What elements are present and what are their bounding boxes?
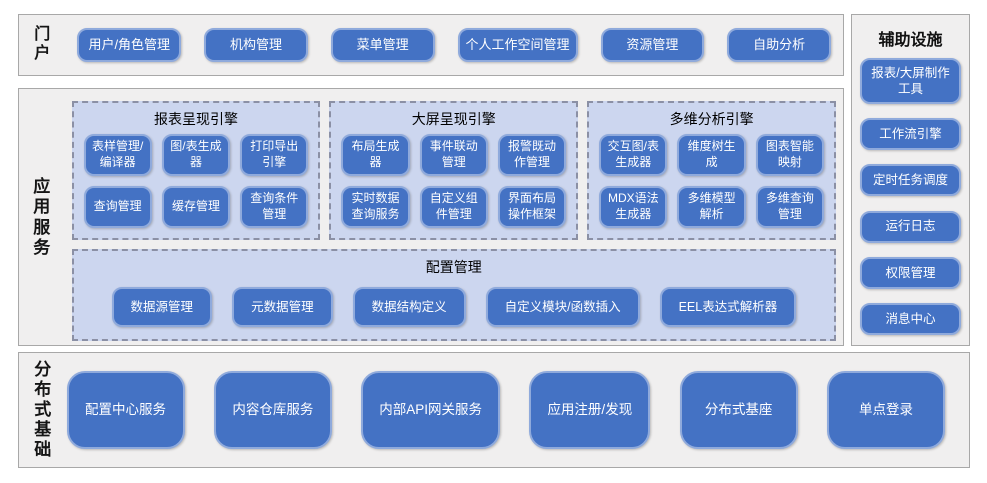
aux-btn-permission-mgmt[interactable]: 权限管理: [860, 256, 961, 289]
portal-button-row: 用户/角色管理 机构管理 菜单管理 个人工作空间管理 资源管理 自助分析: [77, 28, 831, 62]
report-engine-grid: 表样管理/编译器 图/表生成器 打印导出引擎 查询管理 缓存管理 查询条件管理: [83, 134, 309, 228]
config-btn-custom-module-function-insert[interactable]: 自定义模块/函数插入: [485, 287, 640, 327]
dashboard-btn-alarm-action-mgmt[interactable]: 报警既动作管理: [497, 134, 567, 176]
report-btn-template-mgmt-compiler[interactable]: 表样管理/编译器: [83, 134, 152, 176]
portal-button-self-service-analysis[interactable]: 自助分析: [727, 28, 831, 62]
app-services-content: 报表呈现引擎 表样管理/编译器 图/表生成器 打印导出引擎 查询管理 缓存管理 …: [71, 101, 836, 341]
foundation-btn-content-repository-service[interactable]: 内容仓库服务: [213, 371, 332, 449]
aux-btn-scheduled-task-scheduling[interactable]: 定时任务调度: [860, 164, 961, 197]
foundation-btn-config-center-service[interactable]: 配置中心服务: [66, 371, 185, 449]
portal-button-user-role-mgmt[interactable]: 用户/角色管理: [77, 28, 182, 62]
config-btn-data-structure-definition[interactable]: 数据结构定义: [352, 287, 466, 327]
dashboard-engine-title: 大屏呈现引擎: [411, 111, 496, 127]
portal-section: 门户 用户/角色管理 机构管理 菜单管理 个人工作空间管理 资源管理 自助分析: [18, 14, 844, 76]
aux-btn-run-logs[interactable]: 运行日志: [860, 210, 961, 243]
report-engine-title: 报表呈现引擎: [153, 111, 238, 127]
foundation-btn-app-registration-discovery[interactable]: 应用注册/发现: [529, 371, 651, 449]
olap-engine-group: 多维分析引擎 交互图/表生成器 维度树生成 图表智能映射 MDX语法生成器 多维…: [587, 101, 836, 240]
report-engine-group: 报表呈现引擎 表样管理/编译器 图/表生成器 打印导出引擎 查询管理 缓存管理 …: [71, 101, 321, 240]
olap-btn-multidim-query-mgmt[interactable]: 多维查询管理: [755, 186, 824, 228]
report-btn-cache-mgmt[interactable]: 缓存管理: [161, 186, 231, 228]
foundation-btn-distributed-base[interactable]: 分布式基座: [679, 371, 798, 449]
dashboard-btn-realtime-data-query[interactable]: 实时数据查询服务: [341, 186, 410, 228]
foundation-btn-single-sign-on[interactable]: 单点登录: [826, 371, 945, 449]
olap-btn-multidim-model-parsing[interactable]: 多维模型解析: [677, 186, 746, 228]
aux-button-stack: 报表/大屏制作工具 工作流引擎 定时任务调度 运行日志 权限管理 消息中心: [860, 58, 961, 335]
aux-facilities-section: 辅助设施 报表/大屏制作工具 工作流引擎 定时任务调度 运行日志 权限管理 消息…: [851, 14, 970, 346]
config-mgmt-group: 配置管理 数据源管理 元数据管理 数据结构定义 自定义模块/函数插入 EEL表达…: [71, 249, 836, 341]
olap-engine-title: 多维分析引擎: [669, 111, 754, 127]
aux-facilities-title: 辅助设施: [878, 32, 943, 49]
portal-button-resource-mgmt[interactable]: 资源管理: [600, 28, 705, 62]
app-services-section-label: 应用服务: [33, 177, 51, 257]
dashboard-btn-ui-layout-framework[interactable]: 界面布局操作框架: [497, 186, 567, 228]
olap-btn-mdx-syntax-generator[interactable]: MDX语法生成器: [599, 186, 668, 228]
config-btn-eel-expression-parser[interactable]: EEL表达式解析器: [659, 287, 797, 327]
portal-button-menu-mgmt[interactable]: 菜单管理: [330, 28, 435, 62]
report-btn-query-mgmt[interactable]: 查询管理: [83, 186, 152, 228]
olap-btn-chart-smart-mapping[interactable]: 图表智能映射: [755, 134, 824, 176]
portal-section-label: 门户: [34, 26, 51, 62]
dashboard-btn-event-linkage-mgmt[interactable]: 事件联动管理: [419, 134, 488, 176]
distributed-foundation-section: 分布式基础 配置中心服务 内容仓库服务 内部API网关服务 应用注册/发现 分布…: [18, 352, 970, 468]
portal-button-personal-workspace-mgmt[interactable]: 个人工作空间管理: [457, 28, 578, 62]
foundation-button-row: 配置中心服务 内容仓库服务 内部API网关服务 应用注册/发现 分布式基座 单点…: [66, 371, 945, 449]
foundation-btn-internal-api-gateway-service[interactable]: 内部API网关服务: [361, 371, 501, 449]
aux-btn-message-center[interactable]: 消息中心: [860, 302, 961, 335]
app-services-section: 应用服务 报表呈现引擎 表样管理/编译器 图/表生成器 打印导出引擎 查询管理 …: [18, 88, 844, 346]
portal-button-org-mgmt[interactable]: 机构管理: [204, 28, 308, 62]
aux-btn-workflow-engine[interactable]: 工作流引擎: [860, 118, 961, 151]
config-mgmt-row: 数据源管理 元数据管理 数据结构定义 自定义模块/函数插入 EEL表达式解析器: [84, 282, 824, 329]
report-btn-print-export-engine[interactable]: 打印导出引擎: [240, 134, 309, 176]
aux-btn-report-dashboard-authoring-tool[interactable]: 报表/大屏制作工具: [860, 58, 961, 104]
olap-engine-grid: 交互图/表生成器 维度树生成 图表智能映射 MDX语法生成器 多维模型解析 多维…: [599, 134, 824, 228]
dashboard-btn-custom-component-mgmt[interactable]: 自定义组件管理: [419, 186, 488, 228]
olap-btn-interactive-chart-generator[interactable]: 交互图/表生成器: [599, 134, 668, 176]
report-btn-chart-table-generator[interactable]: 图/表生成器: [161, 134, 231, 176]
config-mgmt-title: 配置管理: [425, 259, 482, 275]
dashboard-engine-grid: 布局生成器 事件联动管理 报警既动作管理 实时数据查询服务 自定义组件管理 界面…: [341, 134, 567, 228]
dashboard-btn-layout-generator[interactable]: 布局生成器: [341, 134, 410, 176]
report-btn-query-condition-mgmt[interactable]: 查询条件管理: [240, 186, 309, 228]
distributed-foundation-label: 分布式基础: [34, 359, 52, 460]
config-btn-metadata-mgmt[interactable]: 元数据管理: [232, 287, 333, 327]
dashboard-engine-group: 大屏呈现引擎 布局生成器 事件联动管理 报警既动作管理 实时数据查询服务 自定义…: [329, 101, 579, 240]
olap-btn-dimension-tree-generation[interactable]: 维度树生成: [677, 134, 746, 176]
config-btn-datasource-mgmt[interactable]: 数据源管理: [111, 287, 213, 327]
